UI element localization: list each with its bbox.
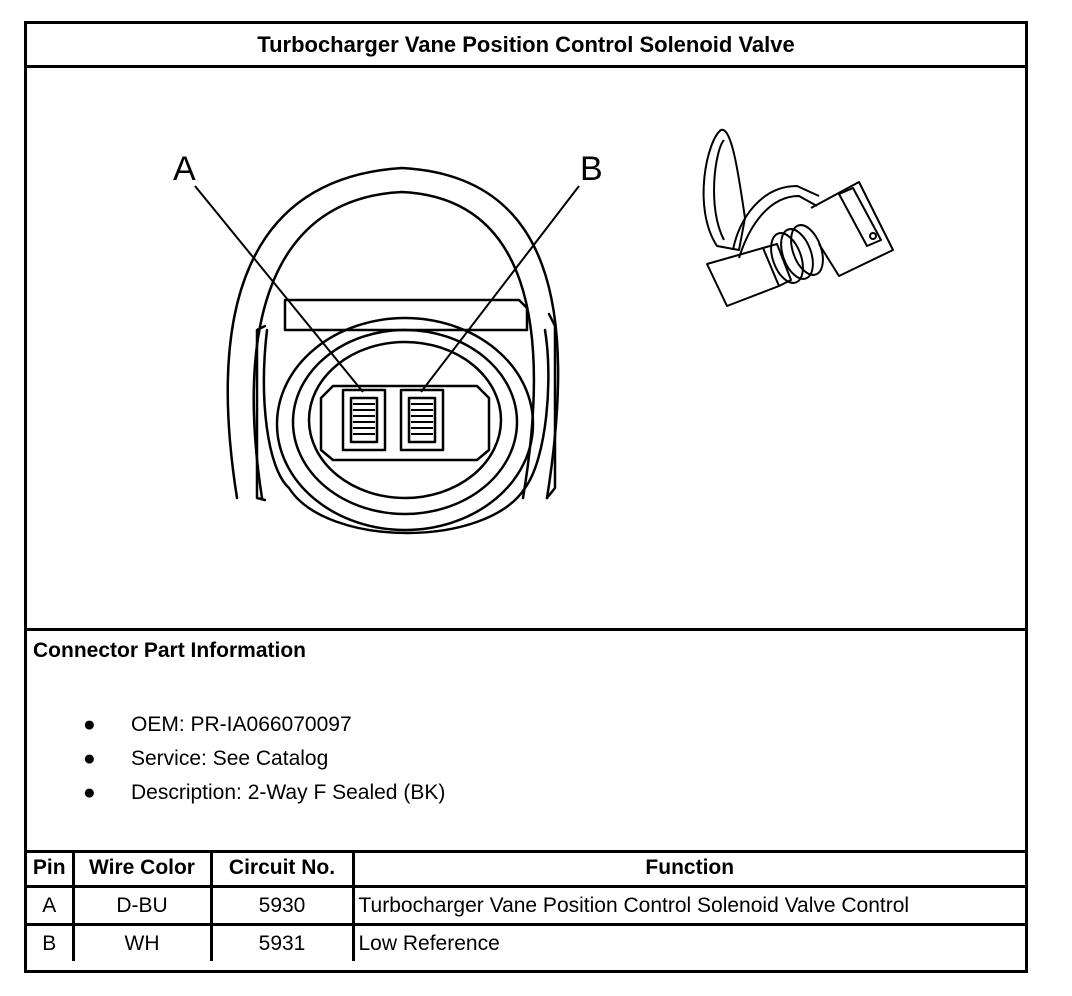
- connector-isometric-view: [702, 128, 894, 307]
- pin-label-b: B: [580, 150, 603, 188]
- header-function: Function: [351, 850, 1025, 888]
- cell-circuit: 5931: [209, 923, 355, 961]
- lock-loop-outer: [226, 166, 560, 500]
- table-header-row: Pin Wire Color Circuit No. Function: [27, 850, 1025, 888]
- leader-line-a: [194, 185, 364, 393]
- terminal-b-inner: [407, 396, 437, 444]
- housing-body: [262, 328, 550, 535]
- bullet-text-oem: OEM: PR-IA066070097: [131, 713, 352, 736]
- pinout-table: Pin Wire Color Circuit No. Function A D-…: [27, 850, 1025, 961]
- cell-wire-color: D-BU: [71, 885, 213, 926]
- table-row: B WH 5931 Low Reference: [27, 923, 1025, 961]
- list-item: ● OEM: PR-IA066070097: [83, 713, 352, 737]
- cavity-block: [319, 384, 491, 462]
- seal-ring-mid: [291, 328, 519, 516]
- cell-function: Turbocharger Vane Position Control Solen…: [351, 885, 1025, 926]
- connector-sheet: Turbocharger Vane Position Control Solen…: [24, 21, 1028, 973]
- info-heading: Connector Part Information: [33, 639, 307, 662]
- side-tab-right: [545, 312, 557, 500]
- leader-line-b: [420, 185, 580, 393]
- bullet-icon: ●: [83, 747, 96, 770]
- pin-label-a: A: [173, 150, 196, 188]
- header-pin: Pin: [27, 850, 75, 888]
- cell-pin: B: [27, 923, 75, 961]
- list-item: ● Description: 2-Way F Sealed (BK): [83, 781, 445, 805]
- connector-info: Connector Part Information ● OEM: PR-IA0…: [27, 628, 1025, 853]
- table-row: A D-BU 5930 Turbocharger Vane Position C…: [27, 885, 1025, 926]
- connector-drawing: A B: [173, 128, 894, 535]
- side-tab-left: [255, 324, 267, 502]
- cell-pin: A: [27, 885, 75, 926]
- cell-function: Low Reference: [351, 923, 1025, 961]
- seal-ring-inner: [307, 340, 503, 500]
- housing-plate: [283, 298, 529, 332]
- terminal-a-inner: [349, 396, 379, 444]
- page-title: Turbocharger Vane Position Control Solen…: [27, 24, 1025, 68]
- seal-ring-outer: [275, 316, 535, 532]
- terminal-a-outer: [341, 388, 387, 452]
- cell-circuit: 5930: [209, 885, 355, 926]
- bullet-text-description: Description: 2-Way F Sealed (BK): [131, 781, 446, 804]
- connector-diagram: A B: [27, 68, 1025, 628]
- bullet-icon: ●: [83, 781, 96, 804]
- cell-wire-color: WH: [71, 923, 213, 961]
- bullet-icon: ●: [83, 713, 96, 736]
- bullet-text-service: Service: See Catalog: [131, 747, 329, 770]
- header-wire-color: Wire Color: [71, 850, 213, 888]
- list-item: ● Service: See Catalog: [83, 747, 328, 771]
- header-circuit: Circuit No.: [209, 850, 355, 888]
